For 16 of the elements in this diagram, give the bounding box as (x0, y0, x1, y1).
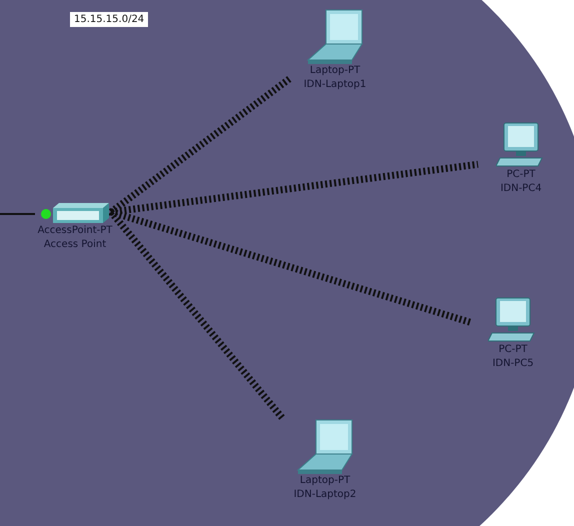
wireless-link (108, 76, 292, 215)
wireless-link (110, 208, 472, 326)
device-name-label: IDN-Laptop2 (294, 488, 356, 502)
device-model-label: AccessPoint-PT (38, 224, 112, 238)
device-model-label: Laptop-PT (310, 64, 360, 78)
device-name-label: IDN-PC4 (500, 182, 542, 196)
device-name-label: IDN-Laptop1 (304, 78, 366, 92)
device-name-label: IDN-PC5 (492, 357, 534, 371)
device-model-label: PC-PT (506, 168, 536, 182)
device-model-label: Laptop-PT (300, 474, 350, 488)
network-address-tag: 15.15.15.0/24 (70, 12, 148, 27)
wireless-link (110, 160, 478, 216)
device-model-label: PC-PT (498, 343, 528, 357)
device-name-label: Access Point (44, 238, 106, 252)
wireless-link (108, 210, 285, 420)
cable-line (0, 213, 35, 215)
